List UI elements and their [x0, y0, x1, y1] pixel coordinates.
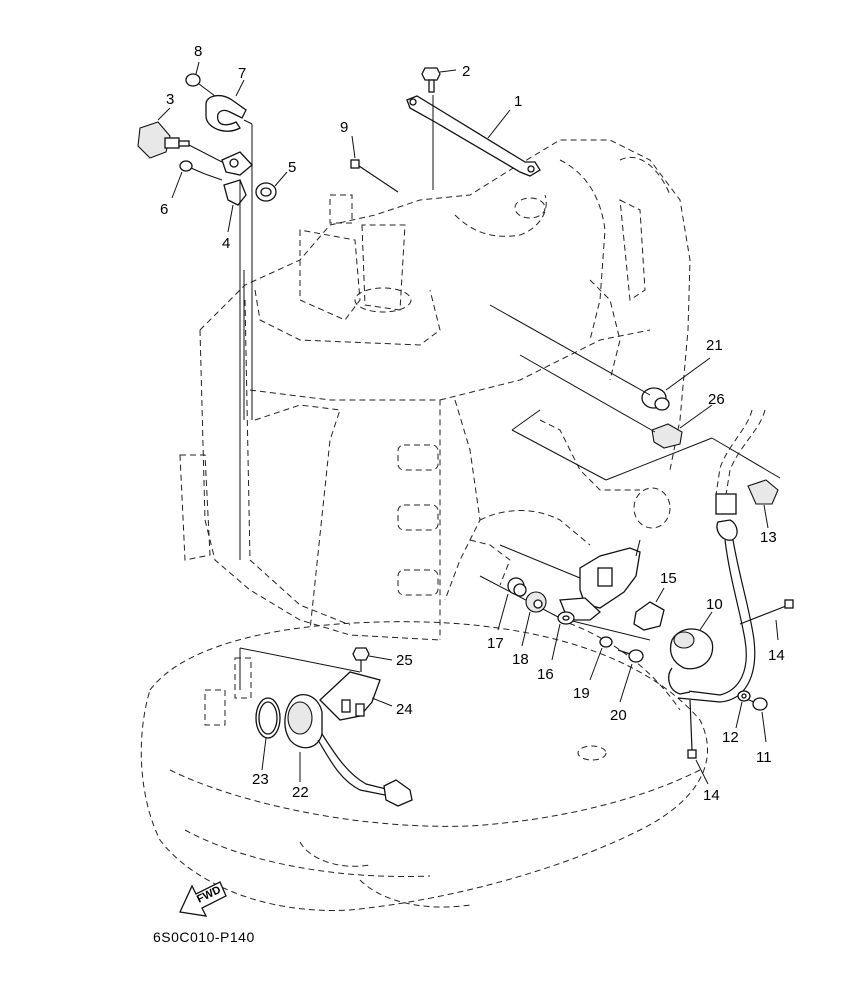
bolt-part-25: [352, 647, 393, 672]
callout-26: 26: [708, 391, 725, 408]
callout-1: 1: [514, 93, 522, 110]
collar-part-17: [497, 577, 527, 631]
callout-7: 7: [238, 65, 246, 82]
diagram-code: 6S0C010-P140: [153, 929, 255, 945]
callout-12: 12: [722, 729, 739, 746]
o-ring-part-23: [255, 697, 281, 771]
callout-25: 25: [396, 652, 413, 669]
callout-14-upper: 14: [768, 647, 785, 664]
lower-cowling: [140, 619, 708, 911]
callout-22: 22: [292, 784, 309, 801]
forward-direction-arrow: FWD: [179, 881, 227, 917]
clip-part-26: [519, 354, 713, 449]
engine-block: [179, 139, 691, 641]
callout-8: 8: [194, 43, 202, 60]
callout-5: 5: [288, 159, 296, 176]
callout-10: 10: [706, 596, 723, 613]
washer-part-19: [589, 636, 613, 681]
bolt-part-20: [617, 649, 644, 703]
bracket-plate-part-1: [406, 95, 541, 190]
grommet-part-5: [255, 171, 288, 202]
callout-4: 4: [222, 235, 230, 252]
bolt-part-2: [421, 67, 457, 93]
callout-24: 24: [396, 701, 413, 718]
harness-clip-part-13: [715, 409, 779, 529]
callout-11: 11: [756, 749, 772, 766]
grommet-part-18: [521, 591, 547, 647]
bracket-part-24: [239, 647, 393, 721]
callout-18: 18: [512, 651, 529, 668]
callout-14-lower: 14: [703, 787, 720, 804]
callout-6: 6: [160, 201, 168, 218]
washer-part-16: [551, 611, 575, 661]
callout-19: 19: [573, 685, 590, 702]
callout-21: 21: [706, 337, 723, 354]
plug-part-22: [284, 694, 413, 807]
cable-tie-part-14-lower: [687, 699, 709, 785]
callout-13: 13: [760, 529, 777, 546]
sensor-part-21: [489, 304, 711, 411]
callout-16: 16: [537, 666, 554, 683]
bracket-part-4: [221, 151, 253, 233]
clamp-part-7: [205, 79, 253, 420]
screw-part-11: [743, 697, 768, 743]
cable-tie-part-14-upper: [739, 599, 794, 641]
callout-23: 23: [252, 771, 269, 788]
callout-15: 15: [660, 570, 677, 587]
sensor-part-3: [137, 107, 223, 163]
bracket-assembly: [479, 539, 651, 641]
callout-9: 9: [340, 119, 348, 136]
callout-3: 3: [166, 91, 174, 108]
callout-labels: 1 2 3 4 5 6 7 8 9 10 11 12 13 14 14 15 1…: [160, 43, 785, 804]
cable-tie-part-9: [350, 135, 399, 193]
washer-part-12: [735, 690, 751, 729]
callout-2: 2: [462, 63, 470, 80]
screw-part-8: [185, 61, 216, 97]
screw-part-6: [171, 160, 223, 199]
callout-20: 20: [610, 707, 627, 724]
harness-part-10: [668, 519, 756, 703]
callout-17: 17: [487, 635, 504, 652]
clip-part-15: [633, 587, 665, 631]
